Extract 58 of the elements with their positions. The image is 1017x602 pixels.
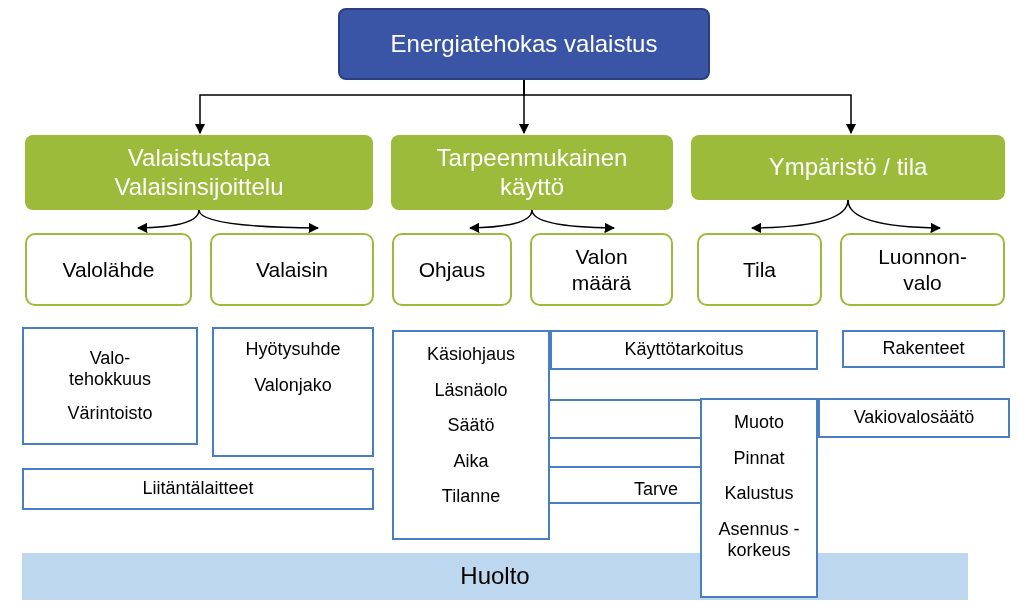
node-text: Kalustus [724,483,794,505]
node-text: Pinnat [733,447,785,470]
factor-box [392,330,550,540]
node-text: Tilanne [441,486,501,508]
arrow [523,79,857,135]
node-text: Muoto [734,412,784,434]
arrow [531,209,616,234]
node-text: Säätö [447,415,495,437]
factor-box [550,330,818,370]
connector-line [549,466,701,468]
connector-line [549,502,701,504]
node-text: Tarpeenmukainen käyttö [435,143,629,202]
category-box [391,135,673,210]
connector-line [549,399,701,401]
node-text: Tila [742,256,777,283]
factor-box [22,468,374,510]
subcategory-box [392,233,512,306]
node-text: Huolto [460,562,530,591]
factor-box [818,398,1010,438]
arrow [468,209,533,233]
node-text: Luonnon- valo [877,244,968,295]
subcategory-box [840,233,1005,306]
arrow [847,199,942,234]
arrow [198,209,320,234]
node-text: Vakiovalosäätö [853,407,975,429]
category-box [691,135,1005,200]
node-text: Käsiohjaus [426,344,516,366]
node-text: Asennus -korkeus [717,518,801,562]
factor-box [212,327,374,457]
subcategory-box [210,233,374,306]
category-box [25,135,373,210]
main-topic-box [338,8,710,80]
node-text: Valo- tehokkuus [67,347,153,391]
node-text: Energiatehokas valaistus [390,29,658,59]
factor-box [842,330,1005,368]
node-text: Värintoisto [67,402,153,425]
node-text: Valolähde [62,256,155,283]
subcategory-box [25,233,192,306]
node-text: Käyttötarkoitus [624,339,744,361]
node-text: Ohjaus [418,256,486,283]
factor-label: Tarve [634,479,678,500]
node-text: Läsnäolo [434,379,508,402]
node-text: Liitäntälaitteet [142,478,254,500]
factor-box [22,327,198,445]
node-text: Valaistustapa Valaisinsijoittelu [113,143,285,202]
node-text: Aika [453,450,489,473]
node-text: Valon määrä [570,244,633,295]
node-text: Hyötysuhde [245,339,341,361]
subcategory-box [530,233,673,306]
arrow [750,199,849,234]
arrow [136,209,200,233]
node-text: Rakenteet [882,338,965,360]
node-text: Ympäristö / tila [768,153,928,182]
factor-box [700,398,818,598]
node-text: Valaisin [256,256,328,283]
node-text: Valonjako [254,374,332,397]
subcategory-box [697,233,822,306]
connector-line [549,437,701,439]
